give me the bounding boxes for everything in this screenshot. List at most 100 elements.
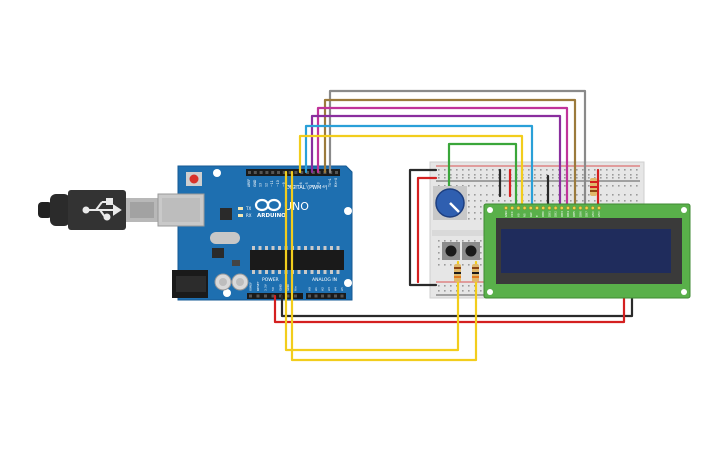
- power-pin[interactable]: [249, 294, 252, 298]
- digital-pin-label: 8: [288, 185, 292, 187]
- digital-pin-label: ~10: [276, 180, 280, 187]
- mounting-hole: [223, 289, 231, 297]
- power-pin-label: Vin: [294, 286, 298, 291]
- lcd-pin[interactable]: [553, 206, 558, 210]
- wire-blue[interactable]: [304, 124, 534, 206]
- digital-pin[interactable]: [282, 171, 286, 174]
- push-button-1-cap[interactable]: [445, 245, 457, 257]
- digital-pin[interactable]: [259, 171, 263, 174]
- digital-pin[interactable]: [248, 171, 251, 174]
- lcd-pin[interactable]: [510, 206, 515, 210]
- digital-pin-label: 12: [264, 183, 268, 187]
- digital-pin-label: 13: [259, 183, 263, 187]
- lcd-pin[interactable]: [541, 206, 546, 210]
- lcd-pin[interactable]: [590, 206, 595, 210]
- reset-button-cap[interactable]: [189, 174, 199, 184]
- lcd-pin[interactable]: [516, 206, 521, 210]
- digital-pin-label: ~9: [282, 182, 286, 187]
- digital-pin[interactable]: [271, 171, 275, 174]
- wire-yellow-button-2[interactable]: [290, 170, 478, 362]
- lcd-pin-label: E: [535, 215, 539, 217]
- wire-yellow-button-1[interactable]: [284, 170, 460, 352]
- analog-pin[interactable]: [327, 294, 331, 298]
- lcd-pin[interactable]: [528, 206, 533, 210]
- wire-black-rail-left[interactable]: [408, 168, 438, 287]
- voltage-regulator: [212, 248, 224, 258]
- wire-red-power[interactable]: [273, 294, 626, 324]
- analog-pin[interactable]: [308, 294, 311, 298]
- lcd-pin[interactable]: [504, 206, 508, 210]
- digital-pin[interactable]: [288, 171, 292, 174]
- potentiometer[interactable]: [433, 186, 467, 220]
- digital-pin[interactable]: [306, 171, 309, 174]
- resistor-3[interactable]: [590, 178, 597, 196]
- wire-gray[interactable]: [328, 89, 587, 206]
- arduino-infinity-logo: [254, 198, 282, 212]
- lcd-pin-label: DB1: [547, 211, 551, 217]
- wires: [273, 89, 634, 362]
- potentiometer-indicator: [449, 202, 460, 213]
- digital-pin[interactable]: [277, 171, 280, 174]
- lcd-pin[interactable]: [578, 206, 583, 210]
- lcd-pin-header: [504, 206, 601, 210]
- power-pin[interactable]: [256, 294, 260, 298]
- lcd-pin-label: GND: [504, 211, 508, 217]
- digital-pin-label: 2: [322, 185, 326, 187]
- rx-led: [238, 214, 243, 217]
- lcd-pin[interactable]: [547, 206, 552, 210]
- wire-yellow-top[interactable]: [298, 134, 524, 206]
- lcd-pin[interactable]: [559, 206, 564, 210]
- usb-cable: [38, 190, 158, 230]
- analog-pin-label: A0: [308, 287, 312, 291]
- usb-icon: [82, 198, 122, 221]
- power-pin[interactable]: [264, 294, 267, 298]
- lcd-pin[interactable]: [584, 206, 589, 210]
- wire-red-rail-left[interactable]: [416, 176, 438, 284]
- analog-pin[interactable]: [334, 294, 337, 298]
- wire-purple[interactable]: [310, 114, 562, 206]
- lcd-pin[interactable]: [597, 206, 601, 210]
- digital-pin-label: ~3: [317, 182, 321, 187]
- push-button-1[interactable]: [442, 242, 460, 260]
- lcd-pin[interactable]: [566, 206, 570, 210]
- digital-pin[interactable]: [253, 171, 257, 174]
- lcd-pin-label: RS: [523, 213, 527, 217]
- digital-pin[interactable]: [311, 171, 315, 174]
- usb-chip: [220, 208, 232, 220]
- lcd-pin-label: DB0: [541, 211, 545, 217]
- digital-pin[interactable]: [335, 171, 338, 174]
- lcd-pin-label: DB3: [560, 211, 564, 217]
- power-pin[interactable]: [271, 294, 275, 298]
- digital-pin-label: ~6: [299, 182, 303, 187]
- resistor-2[interactable]: [472, 264, 479, 282]
- rx-label: RX: [246, 213, 252, 218]
- lcd-pin[interactable]: [522, 206, 527, 210]
- power-pin-label: 3.3V: [264, 283, 268, 291]
- wire-magenta[interactable]: [316, 106, 569, 206]
- lcd-pin[interactable]: [572, 206, 577, 210]
- wire-green-pot[interactable]: [447, 142, 518, 206]
- power-pin[interactable]: [286, 294, 290, 298]
- analog-pin[interactable]: [314, 294, 318, 298]
- digital-pin[interactable]: [317, 171, 321, 174]
- digital-pin-label: AREF: [247, 179, 251, 187]
- lcd-pin-label: DB5: [572, 211, 576, 217]
- push-button-2-cap[interactable]: [465, 245, 477, 257]
- mounting-hole: [344, 279, 352, 287]
- digital-pin[interactable]: [294, 171, 298, 174]
- digital-pin-label: GND: [253, 179, 257, 187]
- digital-pin[interactable]: [300, 171, 304, 174]
- digital-pin-label: TX→1: [328, 178, 332, 188]
- analog-pin[interactable]: [340, 294, 344, 298]
- power-pin[interactable]: [294, 294, 297, 298]
- lcd-pin[interactable]: [535, 206, 539, 210]
- power-pin[interactable]: [279, 294, 282, 298]
- push-button-2[interactable]: [462, 242, 480, 260]
- resistor-1[interactable]: [454, 264, 461, 282]
- lcd-pin-label: DB4: [566, 211, 570, 217]
- digital-pin[interactable]: [265, 171, 269, 174]
- analog-pin-label: A2: [321, 287, 325, 291]
- analog-pin[interactable]: [321, 294, 324, 298]
